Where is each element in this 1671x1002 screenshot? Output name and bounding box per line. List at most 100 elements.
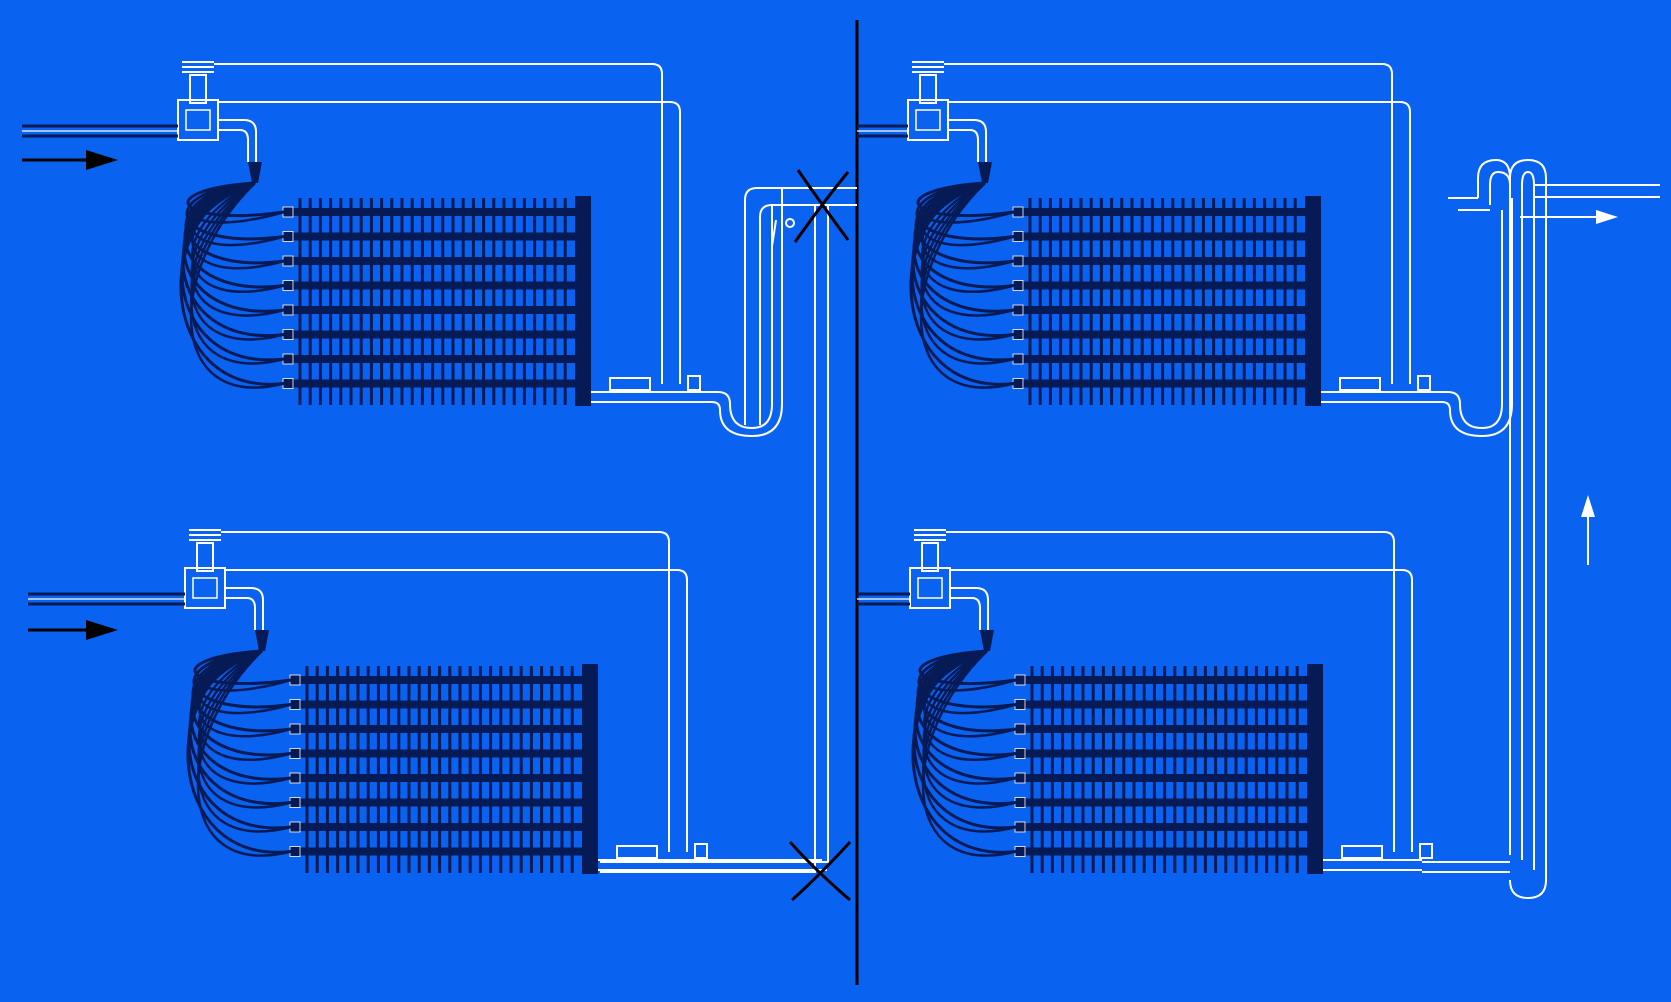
suction-trap bbox=[1321, 198, 1513, 438]
equalizer-fitting bbox=[694, 843, 708, 859]
left-riser-inner-top bbox=[759, 204, 857, 425]
expansion-valve-stem bbox=[921, 542, 939, 572]
return-header bbox=[1305, 196, 1321, 406]
valve-outlet-pipe bbox=[948, 129, 979, 162]
coil-tube bbox=[1022, 257, 1307, 265]
tube-connector bbox=[289, 797, 301, 808]
capillary-line bbox=[214, 63, 663, 384]
return-header bbox=[575, 196, 591, 406]
coil-tube bbox=[1024, 749, 1309, 758]
coil-tube bbox=[292, 232, 577, 241]
capillary-line bbox=[946, 531, 1395, 852]
equalizer-line bbox=[218, 101, 681, 384]
sensing-bulb bbox=[609, 377, 651, 391]
distributor-tube bbox=[189, 182, 285, 389]
coil-tube bbox=[1024, 847, 1309, 856]
equalizer-line bbox=[225, 569, 688, 852]
riser-up-arrow-head bbox=[1581, 495, 1595, 517]
tube-connector bbox=[1012, 280, 1024, 291]
expansion-valve-core bbox=[917, 577, 943, 599]
tube-connector bbox=[282, 280, 294, 291]
valve-outlet-pipe bbox=[225, 587, 264, 630]
tube-connector bbox=[289, 699, 301, 710]
tube-connector bbox=[1014, 772, 1026, 784]
tube-connector bbox=[282, 329, 294, 340]
valve-outlet-pipe bbox=[950, 597, 981, 630]
coil-tube bbox=[1024, 700, 1309, 709]
coil-tube bbox=[1022, 208, 1307, 216]
right-trap-top-left bbox=[1477, 158, 1511, 198]
coil-tube bbox=[299, 749, 584, 758]
right-riser-loop bbox=[1509, 158, 1547, 900]
tube-connector bbox=[1014, 748, 1026, 759]
distributor-tube bbox=[911, 649, 1017, 854]
tube-connector bbox=[282, 378, 294, 389]
coil-tube bbox=[1024, 725, 1309, 733]
coil-tube bbox=[299, 798, 584, 807]
sensing-bulb bbox=[1341, 845, 1383, 859]
liquid-inlet-arrow-lower bbox=[86, 620, 118, 640]
evaporator-unit bbox=[22, 61, 783, 438]
left-riser-hook bbox=[771, 219, 777, 247]
return-header bbox=[1307, 664, 1323, 874]
tube-connector bbox=[1014, 723, 1026, 735]
tube-connector bbox=[282, 206, 294, 218]
right-suction-riser bbox=[1422, 158, 1660, 900]
tube-connector bbox=[289, 772, 301, 784]
distributor-nozzle bbox=[978, 162, 992, 183]
liquid-inlet-arrows bbox=[22, 150, 118, 640]
suction-trap bbox=[591, 188, 783, 438]
capillary-line bbox=[944, 63, 1393, 384]
coil-tube bbox=[1024, 774, 1309, 782]
riser-port bbox=[785, 218, 795, 228]
coil-tube bbox=[292, 281, 577, 290]
coil-tube bbox=[1024, 823, 1309, 831]
coil-tube bbox=[1024, 676, 1309, 684]
tube-connector bbox=[282, 353, 294, 365]
evaporator-unit bbox=[857, 529, 1433, 874]
equalizer-fitting bbox=[687, 375, 701, 391]
tube-connector bbox=[289, 748, 301, 759]
tube-connector bbox=[289, 723, 301, 735]
valve-outlet-pipe bbox=[948, 119, 987, 162]
tube-connector bbox=[1012, 255, 1024, 267]
tube-connector bbox=[282, 304, 294, 316]
distributor-tube bbox=[909, 181, 1015, 386]
cross-mark-upper bbox=[793, 169, 850, 243]
distributor-nozzle bbox=[980, 630, 994, 651]
expansion-valve-stem bbox=[189, 74, 207, 104]
distributor-tube bbox=[919, 182, 1015, 389]
coil-tube bbox=[292, 379, 577, 388]
tube-connector bbox=[1014, 674, 1026, 686]
coil-tube bbox=[299, 823, 584, 831]
suction-trap bbox=[591, 205, 773, 430]
distributor-tube bbox=[186, 649, 292, 854]
coil-tube bbox=[299, 774, 584, 782]
cross-mark-lower bbox=[788, 840, 852, 902]
tube-connector bbox=[1012, 304, 1024, 316]
coil-tube bbox=[292, 257, 577, 265]
evaporator-unit bbox=[857, 61, 1513, 438]
valve-outlet-pipe bbox=[218, 119, 257, 162]
tube-connector bbox=[289, 846, 301, 857]
right-trap-top-left-inner bbox=[1489, 170, 1511, 205]
coil-tube bbox=[1022, 379, 1307, 388]
tube-connector bbox=[1012, 206, 1024, 218]
expansion-valve-stem bbox=[196, 542, 214, 572]
equalizer-line bbox=[948, 101, 1411, 384]
coil-tube bbox=[292, 306, 577, 314]
coil-tube bbox=[299, 676, 584, 684]
distributor-nozzle bbox=[248, 162, 262, 183]
suction-flow-arrow-head bbox=[1596, 210, 1618, 224]
tube-connector bbox=[1014, 821, 1026, 833]
tube-connector bbox=[282, 255, 294, 267]
return-header bbox=[582, 664, 598, 874]
tube-connector bbox=[1012, 378, 1024, 389]
right-riser-inner bbox=[1521, 170, 1535, 870]
left-suction-riser bbox=[600, 187, 857, 873]
sensing-bulb bbox=[616, 845, 658, 859]
left-riser-outer bbox=[600, 205, 816, 873]
sensing-bulb bbox=[1339, 377, 1381, 391]
expansion-valve-core bbox=[192, 577, 218, 599]
expansion-valve-stem bbox=[919, 74, 937, 104]
